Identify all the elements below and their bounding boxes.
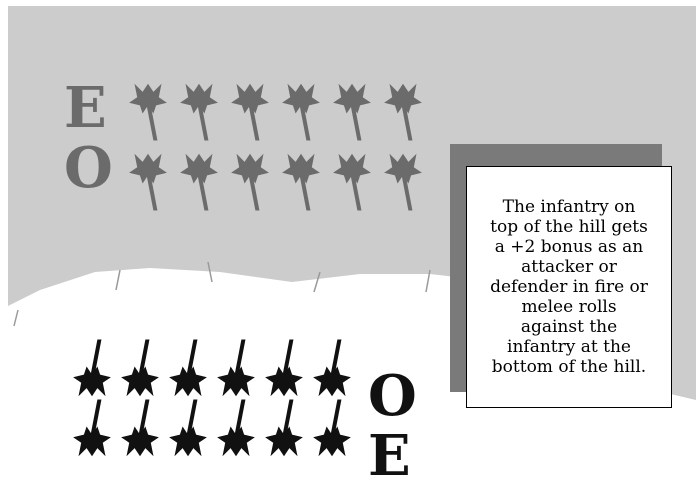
hill-top-row-2-label: O (64, 140, 113, 196)
note-line: infantry at the (490, 337, 648, 357)
infantry-soldier-icon (265, 400, 303, 457)
hill-bottom-row-1-label: O (368, 368, 417, 424)
infantry-soldier-icon (313, 340, 351, 397)
hill-top-row-1-label: E (64, 80, 107, 136)
note-line: top of the hill gets (490, 217, 648, 237)
note-line: against the (490, 317, 648, 337)
infantry-soldier-icon (121, 400, 159, 457)
rules-note: The infantry on top of the hill gets a +… (466, 166, 672, 408)
infantry-soldier-icon (217, 340, 255, 397)
infantry-soldier-icon (313, 400, 351, 457)
note-line: melee rolls (490, 297, 648, 317)
infantry-soldier-icon (217, 400, 255, 457)
hill-bottom-units (73, 340, 351, 457)
rules-note-text: The infantry on top of the hill gets a +… (490, 197, 648, 377)
note-line: defender in fire or (490, 277, 648, 297)
infantry-soldier-icon (169, 340, 207, 397)
hill-bottom-row-2-label: E (368, 428, 411, 484)
infantry-soldier-icon (73, 400, 111, 457)
infantry-soldier-icon (73, 340, 111, 397)
note-line: a +2 bonus as an (490, 237, 648, 257)
note-line: attacker or (490, 257, 648, 277)
note-line: bottom of the hill. (490, 357, 648, 377)
infantry-soldier-icon (121, 340, 159, 397)
infantry-soldier-icon (169, 400, 207, 457)
note-line: The infantry on (490, 197, 648, 217)
infantry-soldier-icon (265, 340, 303, 397)
